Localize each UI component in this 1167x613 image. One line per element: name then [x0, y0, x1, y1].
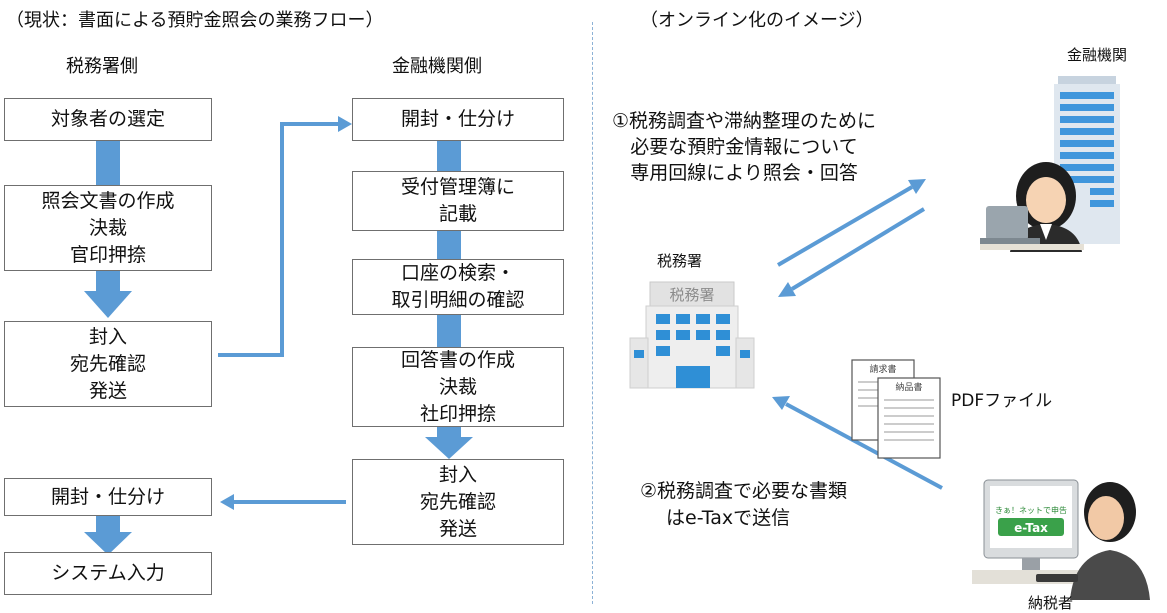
invoice-doc-title: 請求書 — [869, 363, 896, 375]
bank-step-open-sort: 開封・仕分け — [352, 98, 564, 141]
right-section-title: （オンライン化のイメージ） — [640, 10, 874, 31]
pdf-file-label: PDFファイル — [951, 391, 1053, 411]
arrow-taxpayer-to-tax — [785, 402, 943, 490]
bank-step-record-register: 受付管理簿に 記載 — [352, 171, 564, 231]
tax-office-column-header: 税務署側 — [66, 56, 138, 77]
section-divider — [592, 22, 593, 604]
bank-step-create-reply: 回答書の作成 決裁 社印押捺 — [352, 347, 564, 427]
etax-slogan-text: きぁ！ネットで申告 — [995, 505, 1067, 515]
tax-step-create-document: 照会文書の作成 決裁 官印押捺 — [4, 185, 212, 271]
left-section-title: （現状：書面による預貯金照会の業務フロー） — [6, 10, 384, 31]
tax-step-send: 封入 宛先確認 発送 — [4, 321, 212, 407]
tax-office-label: 税務署 — [657, 252, 703, 270]
flow1-description: ①税務調査や滞納整理のために 必要な預貯金情報について 専用回線により照会・回答 — [612, 110, 877, 184]
taxpayer-icon: きぁ！ネットで申告 e-Tax — [972, 479, 1150, 600]
tax-step-open-sort: 開封・仕分け — [4, 478, 212, 516]
bank-column-header: 金融機関側 — [392, 56, 482, 77]
arrow-tax-to-bank — [776, 185, 914, 267]
taxpayer-label: 納税者 — [1028, 594, 1074, 612]
building-sign-text: 税務署 — [669, 286, 714, 304]
document-delivery-icon: 納品書 — [877, 377, 941, 459]
bank-employee-icon — [980, 162, 1084, 252]
etax-logo-text: e-Tax — [1014, 521, 1048, 535]
tax-step-system-input: システム入力 — [4, 552, 212, 595]
bank-label: 金融機関 — [1067, 46, 1128, 64]
flow2-description: ②税務調査で必要な書類 はe-Taxで送信 — [640, 480, 848, 529]
bank-step-send: 封入 宛先確認 発送 — [352, 459, 564, 545]
delivery-doc-title: 納品書 — [895, 381, 922, 393]
bank-step-account-search: 口座の検索・ 取引明細の確認 — [352, 259, 564, 315]
tax-office-building-icon: 税務署 — [629, 281, 755, 389]
tax-step-select-target: 対象者の選定 — [4, 98, 212, 141]
arrow-bank-to-tax — [790, 207, 926, 291]
